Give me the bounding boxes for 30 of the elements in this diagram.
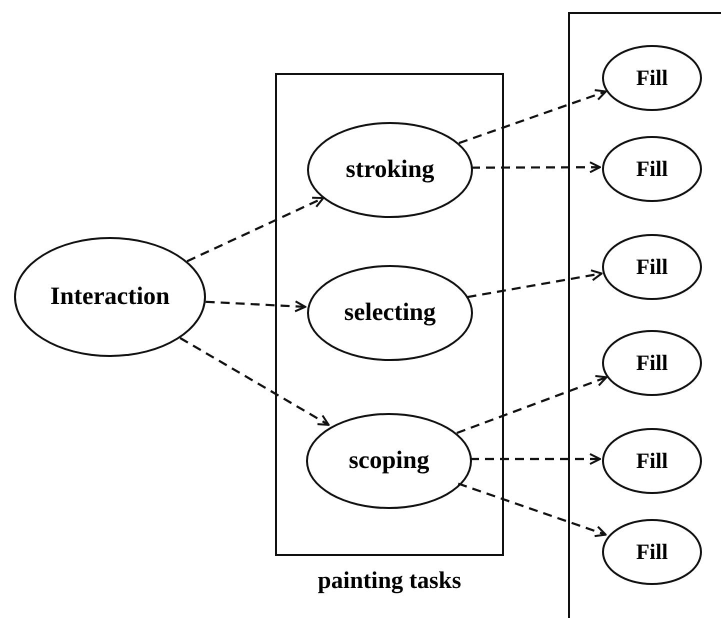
dashed-arrow <box>186 196 324 262</box>
ellipse-node <box>14 237 206 357</box>
dashed-arrow <box>456 375 608 434</box>
dashed-arrow <box>470 453 601 465</box>
dashed-arrow <box>458 89 607 144</box>
ellipse-node <box>307 122 473 218</box>
dashed-arrow <box>467 269 603 298</box>
ellipse-node <box>602 234 702 300</box>
ellipse-node <box>602 330 702 396</box>
dashed-arrow <box>458 482 607 538</box>
ellipse-node <box>306 413 472 509</box>
dashed-arrow <box>180 337 330 426</box>
node-label: Fill <box>636 350 668 376</box>
node-label: Fill <box>636 65 668 91</box>
ellipse-node <box>602 519 702 585</box>
node-label: Interaction <box>50 283 170 311</box>
node-label: Fill <box>636 448 668 474</box>
node-label: Fill <box>636 156 668 182</box>
group-label: painting tasks <box>316 568 462 595</box>
node-label: Fill <box>636 254 668 280</box>
ellipse-node <box>602 136 702 202</box>
node-label: Fill <box>636 539 668 565</box>
node-label: scoping <box>348 447 430 475</box>
node-label: stroking <box>346 156 434 184</box>
ellipse-node <box>602 45 702 111</box>
ellipse-node <box>602 428 702 494</box>
node-label: selecting <box>344 299 436 327</box>
dashed-arrow <box>206 300 306 312</box>
dashed-arrow <box>471 161 601 174</box>
ellipse-node <box>307 265 473 361</box>
